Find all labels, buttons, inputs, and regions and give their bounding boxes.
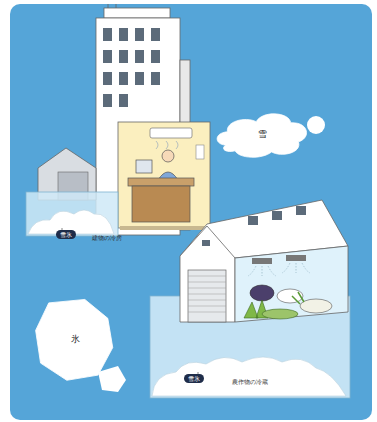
- office-building: [26, 4, 210, 236]
- background-panel: [10, 4, 372, 420]
- caption-text: 農作物の冷蔵: [232, 378, 268, 385]
- node-text: 雪: [258, 128, 267, 141]
- ice-block: 氷: [34, 296, 116, 382]
- snow-ice-tag: 雪氷: [56, 230, 76, 239]
- node-text: 氷: [71, 333, 80, 346]
- tag-text: 雪氷: [60, 231, 72, 238]
- caption-text: 建物の冷房: [92, 234, 122, 241]
- snow-ice-tag: 雪氷: [184, 374, 204, 383]
- snow-cloud: 雪: [214, 106, 310, 162]
- tag-text: 雪氷: [188, 375, 200, 382]
- ice-chunk: [98, 366, 126, 392]
- cloud-bubble: [307, 116, 325, 134]
- crop-warehouse: [150, 200, 350, 398]
